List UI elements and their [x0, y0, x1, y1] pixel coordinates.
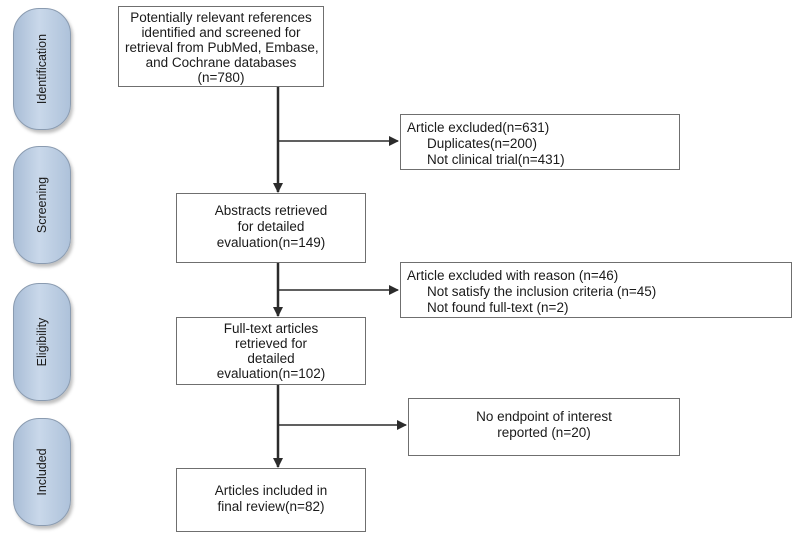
box-excluded-with-reason: Article excluded with reason (n=46) Not … [400, 262, 792, 318]
box-articles-included: Articles included in final review(n=82) [176, 468, 366, 532]
excluded-1-line-3: Not clinical trial(n=431) [427, 152, 565, 167]
abstracts-line-2: for detailed [237, 219, 305, 234]
excluded-1-line-1: Article excluded(n=631) [407, 120, 550, 135]
fulltext-line-4: evaluation(n=102) [216, 366, 326, 381]
abstracts-line-3: evaluation(n=149) [216, 235, 326, 250]
box-fulltext-articles: Full-text articles retrieved for detaile… [176, 317, 366, 385]
stage-screening: Screening [13, 146, 71, 264]
identified-line-3: retrieval from PubMed, Embase, [125, 40, 319, 55]
included-line-2: final review(n=82) [217, 499, 325, 514]
identified-line-1: Potentially relevant references [130, 10, 312, 25]
stage-eligibility: Eligibility [13, 283, 71, 401]
box-identified-references: Potentially relevant references identifi… [118, 6, 324, 87]
excluded-2-line-1: Article excluded with reason (n=46) [407, 268, 619, 283]
excluded-1-line-2: Duplicates(n=200) [427, 136, 537, 151]
fulltext-line-3: detailed [247, 351, 295, 366]
identified-line-5: (n=780) [197, 70, 245, 85]
exclusion-arrows [278, 136, 407, 430]
included-line-1: Articles included in [214, 483, 328, 498]
box-excluded-initial: Article excluded(n=631) Duplicates(n=200… [400, 114, 680, 170]
excluded-2-line-2: Not satisfy the inclusion criteria (n=45… [427, 284, 657, 299]
box-no-endpoint: No endpoint of interest reported (n=20) [408, 398, 680, 456]
identified-line-4: and Cochrane databases [145, 55, 297, 70]
excluded-2-line-3: Not found full-text (n=2) [427, 300, 569, 315]
stage-included: Included [13, 418, 71, 526]
box-abstracts-retrieved: Abstracts retrieved for detailed evaluat… [176, 193, 366, 263]
excluded-3-line-1: No endpoint of interest [476, 409, 612, 424]
fulltext-line-1: Full-text articles [223, 321, 319, 336]
fulltext-line-2: retrieved for [234, 336, 308, 351]
stage-identification: Identification [13, 8, 71, 130]
identified-line-2: identified and screened for [141, 25, 301, 40]
excluded-3-line-2: reported (n=20) [497, 425, 591, 440]
abstracts-line-1: Abstracts retrieved [214, 203, 328, 218]
